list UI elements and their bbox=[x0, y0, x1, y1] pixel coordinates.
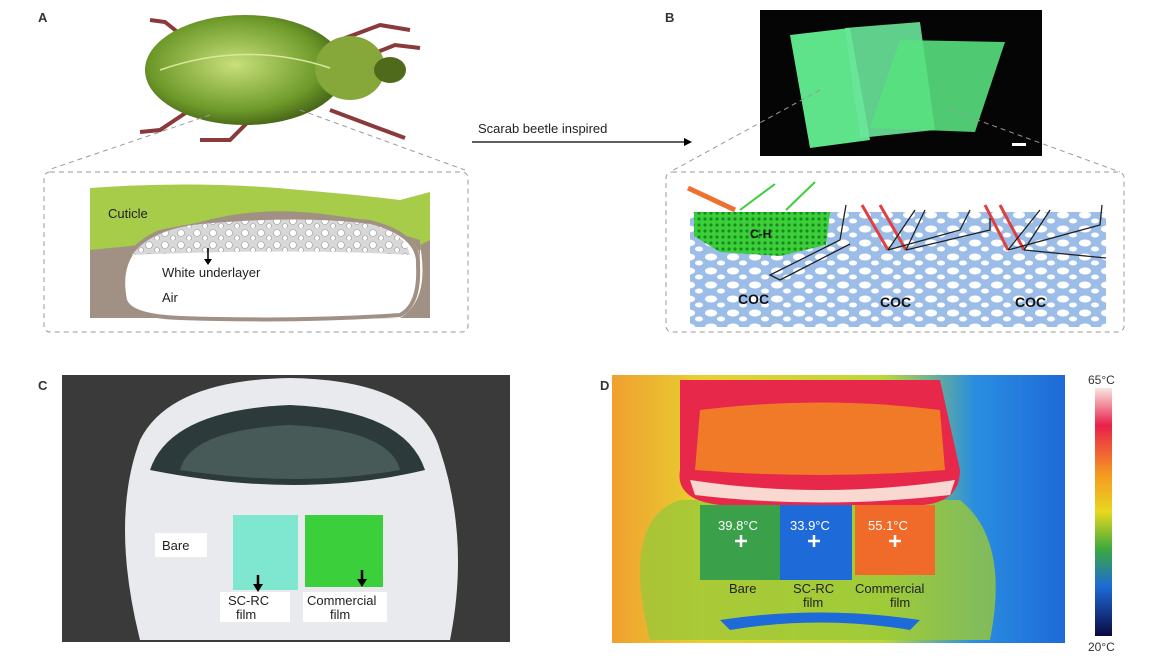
white-underlayer-label: White underlayer bbox=[162, 265, 261, 280]
bare-label-c: Bare bbox=[162, 538, 189, 553]
film-photo bbox=[760, 10, 1042, 156]
panel-label-d: D bbox=[600, 378, 609, 393]
ch-bond-label: C-H bbox=[750, 227, 771, 241]
coc-label-2: COC bbox=[880, 294, 911, 310]
temp-bare: 39.8°C bbox=[718, 518, 758, 533]
radiative-cooling-diagram bbox=[686, 181, 1107, 327]
scrc-label-d-1: SC-RC bbox=[793, 581, 834, 596]
coc-label-3: COC bbox=[1015, 294, 1046, 310]
zoom-box-a bbox=[43, 171, 469, 333]
coc-label-1: COC bbox=[738, 291, 769, 307]
panel-label-b: B bbox=[665, 10, 674, 25]
scrc-label-c-1: SC-RC bbox=[228, 593, 269, 608]
air-label: Air bbox=[162, 290, 179, 305]
scrc-label-c-2: film bbox=[236, 607, 256, 622]
commercial-label-c-1: Commercial bbox=[307, 593, 376, 608]
temperature-colorbar bbox=[1095, 388, 1112, 636]
car-photo bbox=[62, 375, 510, 642]
commercial-label-d-2: film bbox=[890, 595, 910, 610]
cuticle-label: Cuticle bbox=[108, 206, 148, 221]
thermal-image bbox=[612, 375, 1112, 643]
scrc-label-d-2: film bbox=[803, 595, 823, 610]
commercial-label-c-2: film bbox=[330, 607, 350, 622]
scale-max-label: 65°C bbox=[1088, 373, 1115, 387]
scale-min-label: 20°C bbox=[1088, 640, 1115, 654]
beetle-image bbox=[139, 15, 421, 142]
cuticle-diagram bbox=[90, 184, 430, 322]
arrow-head-icon bbox=[684, 138, 692, 146]
bare-label-d: Bare bbox=[729, 581, 756, 596]
panel-label-a: A bbox=[38, 10, 48, 25]
panel-label-c: C bbox=[38, 378, 48, 393]
arrow-caption: Scarab beetle inspired bbox=[478, 121, 607, 136]
temp-scrc: 33.9°C bbox=[790, 518, 830, 533]
commercial-label-d-1: Commercial bbox=[855, 581, 924, 596]
temp-commercial: 55.1°C bbox=[868, 518, 908, 533]
